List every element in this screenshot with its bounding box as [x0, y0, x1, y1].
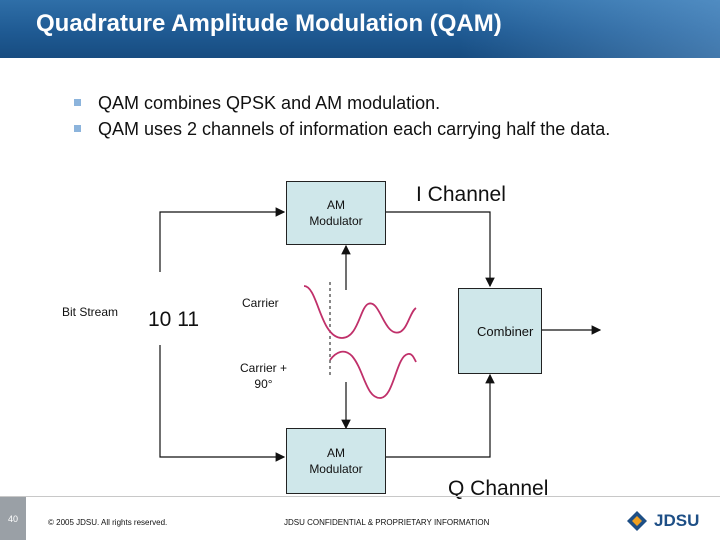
combiner-label: Combiner — [477, 324, 534, 339]
bullet-square-icon — [74, 125, 81, 132]
bits-value: 10 11 — [148, 308, 199, 331]
jdsu-logo-icon — [627, 511, 647, 531]
title-bar-sheen — [460, 0, 720, 58]
am-modulator-bottom-label-1: AM — [327, 446, 345, 460]
bitstream-to-bottom-modulator-line — [159, 345, 286, 462]
bullet-item: QAM combines QPSK and AM modulation. — [70, 92, 630, 114]
carrier-label: Carrier — [242, 296, 279, 310]
carrier90-label-line-1: Carrier + — [240, 361, 288, 375]
bullet-list: QAM combines QPSK and AM modulation. QAM… — [70, 92, 630, 144]
slide-title: Quadrature Amplitude Modulation (QAM) — [36, 10, 502, 37]
page-number: 40 — [0, 497, 26, 540]
carrier90-label-line-2: 90° — [254, 377, 273, 391]
footer-confidential: JDSU CONFIDENTIAL & PROPRIETARY INFORMAT… — [284, 518, 490, 527]
footer-copyright: © 2005 JDSU. All rights reserved. — [48, 518, 168, 527]
am-modulator-bottom-box: AM Modulator — [286, 428, 386, 494]
bullet-text: QAM combines QPSK and AM modulation. — [98, 93, 441, 113]
jdsu-logo: JDSU — [626, 510, 699, 532]
title-bar: Quadrature Amplitude Modulation (QAM) — [0, 0, 720, 58]
bullet-item: QAM uses 2 channels of information each … — [70, 118, 630, 140]
bullet-square-icon — [74, 99, 81, 106]
bitstream-to-top-modulator-line — [159, 207, 286, 272]
bullet-text: QAM uses 2 channels of information each … — [98, 119, 611, 139]
am-modulator-top-label-1: AM — [327, 198, 345, 212]
top-modulator-to-combiner-line — [385, 211, 495, 288]
bit-stream-label: Bit Stream — [62, 305, 119, 319]
am-modulator-bottom-label-2: Modulator — [309, 462, 363, 476]
carrier90-sine-wave — [329, 350, 417, 399]
q-channel-label: Q Channel — [448, 477, 549, 500]
am-modulator-top-box: AM Modulator — [286, 181, 386, 245]
carrier90-label: Carrier + 90° — [240, 360, 287, 392]
footer-divider — [0, 496, 720, 497]
combiner-box: Combiner — [458, 288, 542, 374]
bottom-modulator-to-combiner-line — [385, 373, 495, 458]
i-channel-label: I Channel — [416, 183, 506, 206]
jdsu-logo-text: JDSU — [654, 511, 700, 530]
am-modulator-top-label-2: Modulator — [309, 214, 363, 228]
carrier-sine-wave — [303, 285, 417, 339]
